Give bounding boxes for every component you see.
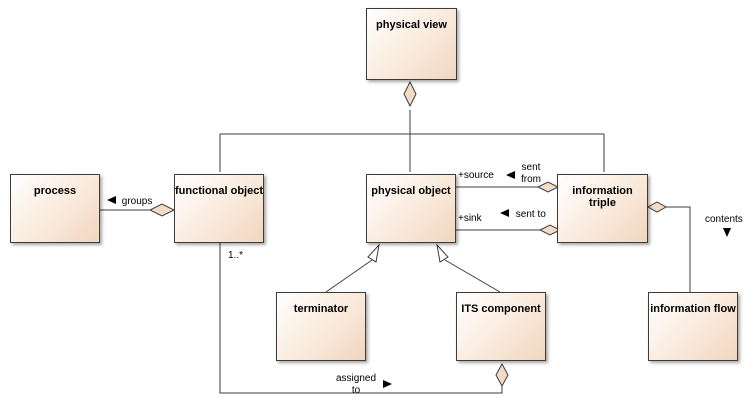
class-title: physical object xyxy=(371,185,451,197)
generalization-arrow-terminator xyxy=(367,243,380,263)
multiplicity-label: 1..* xyxy=(228,250,244,261)
aggregation-diamond-contents xyxy=(646,201,668,213)
sink-role-label: +sink xyxy=(458,213,482,224)
contents-label: contents xyxy=(705,214,743,225)
sent-from-label: sent from xyxy=(521,162,541,185)
direction-left-icon xyxy=(107,196,116,204)
generalization-arrow-its xyxy=(436,243,449,263)
class-physical-view[interactable]: physical view xyxy=(366,8,457,80)
class-functional-object[interactable]: functional object xyxy=(174,174,264,243)
connector-assigned xyxy=(219,243,503,394)
class-process[interactable]: process xyxy=(10,174,100,243)
direction-down-icon xyxy=(723,228,731,237)
class-physical-object[interactable]: physical object xyxy=(366,174,456,243)
class-title: terminator xyxy=(293,303,349,315)
groups-label: groups xyxy=(107,196,152,208)
generalization-its xyxy=(444,259,501,293)
aggregation-diamond-groups xyxy=(148,203,176,217)
aggregation-diamond-assigned xyxy=(495,362,509,388)
class-terminator[interactable]: terminator xyxy=(276,292,366,361)
class-title: functional object xyxy=(175,185,263,197)
direction-left-icon xyxy=(500,209,509,217)
assigned-to-label: assigned to xyxy=(335,373,377,396)
class-information-triple[interactable]: information triple xyxy=(557,174,648,243)
class-title: information flow xyxy=(650,303,736,315)
connector-contents xyxy=(666,206,691,292)
class-its-component[interactable]: ITS component xyxy=(456,292,546,361)
class-title: ITS component xyxy=(461,303,541,315)
source-role-label: +source xyxy=(458,170,494,181)
class-title: information triple xyxy=(572,185,633,209)
generalization-terminator xyxy=(325,259,373,293)
direction-right-icon xyxy=(383,380,392,388)
aggregation-diamond-view xyxy=(403,80,417,108)
direction-left-icon xyxy=(506,171,515,179)
class-information-flow[interactable]: information flow xyxy=(648,292,738,361)
class-title: process xyxy=(33,185,77,197)
class-title: physical view xyxy=(376,19,447,31)
sent-to-label: sent to xyxy=(500,209,546,221)
